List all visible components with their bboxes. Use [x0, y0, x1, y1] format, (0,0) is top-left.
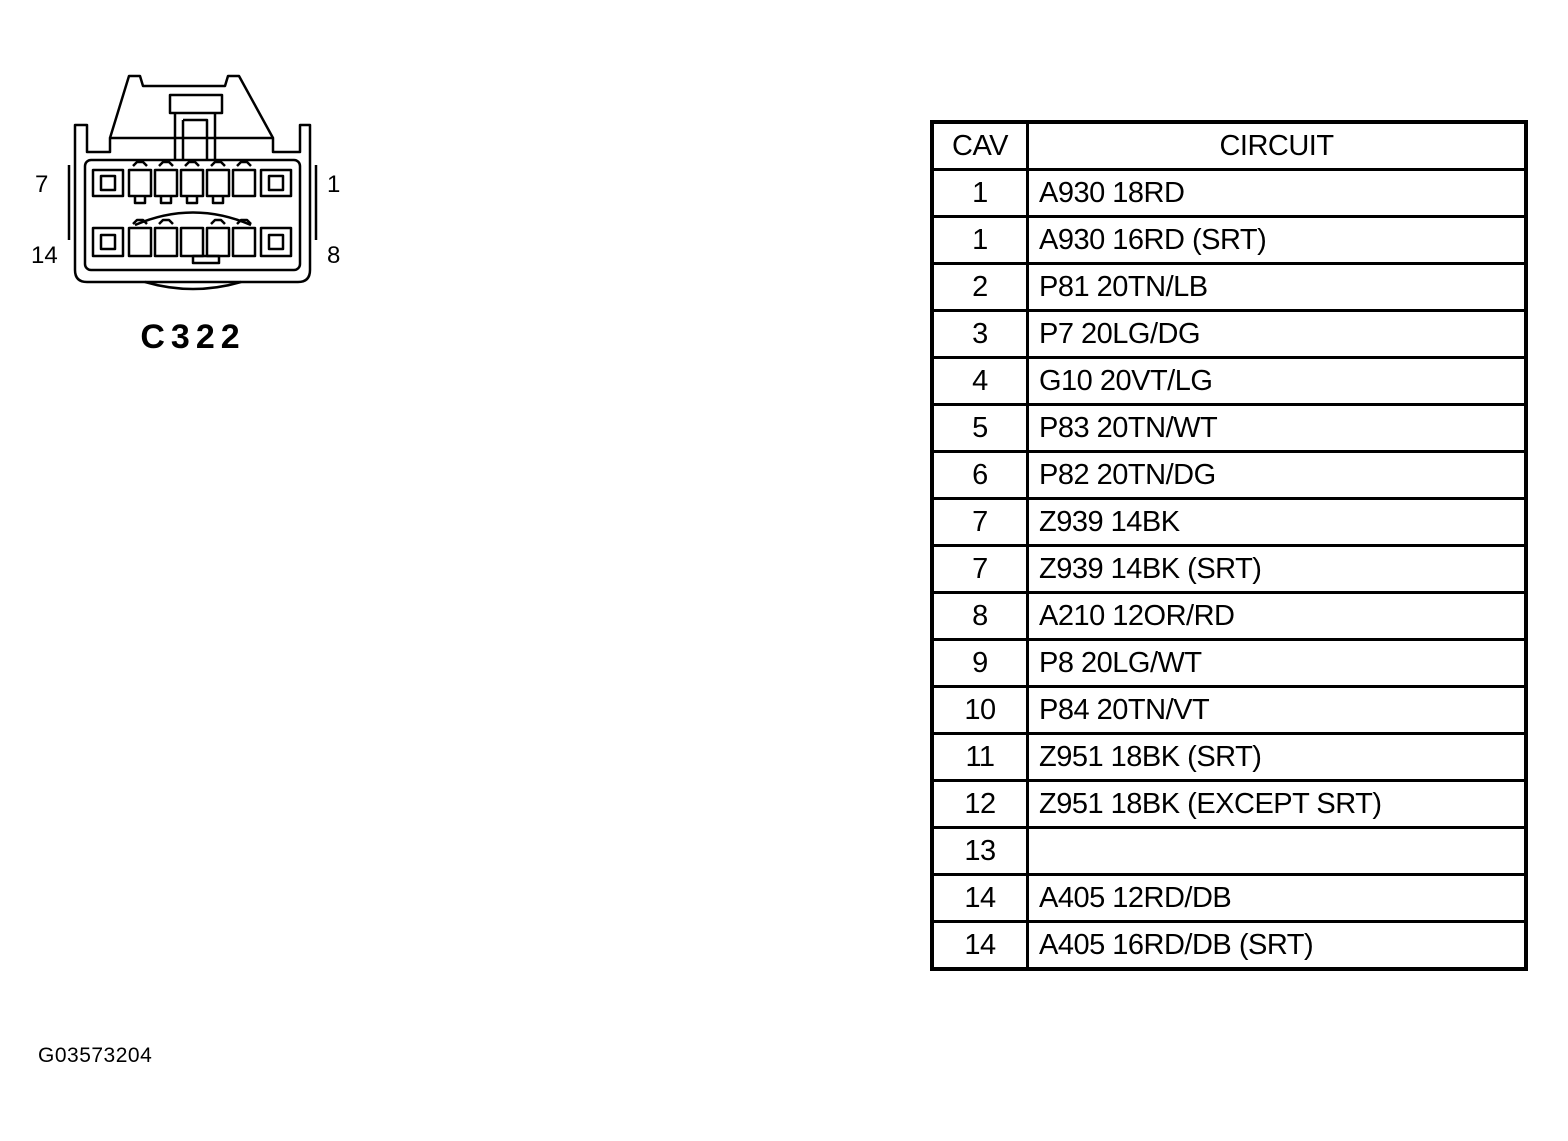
- circuit-cell: Z951 18BK (SRT): [1026, 732, 1528, 782]
- cav-cell: 12: [930, 779, 1029, 829]
- table-header-row: CAV CIRCUIT: [930, 120, 1528, 171]
- circuit-cell: P82 20TN/DG: [1026, 450, 1528, 500]
- cav-cell: 4: [930, 356, 1029, 406]
- cav-cell: 9: [930, 638, 1029, 688]
- connector-shell: [73, 123, 312, 284]
- cav-cell: 1: [930, 215, 1029, 265]
- cav-cell: 3: [930, 309, 1029, 359]
- circuit-cell: A930 18RD: [1026, 168, 1528, 218]
- circuit-cell: Z951 18BK (EXCEPT SRT): [1026, 779, 1528, 829]
- circuit-cell: P8 20LG/WT: [1026, 638, 1528, 688]
- circuit-cell: A210 12OR/RD: [1026, 591, 1528, 641]
- cav-cell: 5: [930, 403, 1029, 453]
- bottom-cavity-row: [91, 218, 293, 265]
- circuit-cell: A405 16RD/DB (SRT): [1026, 920, 1528, 971]
- figure-id: G03573204: [38, 1044, 153, 1067]
- top-cavity-row: [91, 160, 293, 205]
- circuit-cell: P84 20TN/VT: [1026, 685, 1528, 735]
- header-circuit: CIRCUIT: [1026, 120, 1528, 171]
- cav-cell: 11: [930, 732, 1029, 782]
- circuit-cell: G10 20VT/LG: [1026, 356, 1528, 406]
- cav-cell: 1: [930, 168, 1029, 218]
- cav-cell: 8: [930, 591, 1029, 641]
- pin-frame: [83, 158, 302, 272]
- circuit-cell: A930 16RD (SRT): [1026, 215, 1528, 265]
- connector-name: C322: [140, 318, 245, 356]
- cav-cell: 14: [930, 873, 1029, 923]
- cav-cell: 13: [930, 826, 1029, 876]
- circuit-cell: P7 20LG/DG: [1026, 309, 1528, 359]
- cav-cell: 7: [930, 497, 1029, 547]
- circuit-cell: [1026, 826, 1528, 876]
- circuit-cell: P83 20TN/WT: [1026, 403, 1528, 453]
- connector-latch-window: [168, 93, 224, 115]
- circuit-cell: Z939 14BK: [1026, 497, 1528, 547]
- table-row: 13: [930, 826, 1528, 876]
- circuit-cell: Z939 14BK (SRT): [1026, 544, 1528, 594]
- pin-label-bottom-left: 14: [31, 242, 58, 269]
- cav-cell: 7: [930, 544, 1029, 594]
- cav-cell: 6: [930, 450, 1029, 500]
- pin-label-top-right: 1: [327, 171, 340, 198]
- cav-cell: 2: [930, 262, 1029, 312]
- pin-label-top-left: 7: [35, 171, 48, 198]
- connector-latch: [108, 74, 275, 139]
- cav-cell: 14: [930, 920, 1029, 971]
- circuit-cell: A405 12RD/DB: [1026, 873, 1528, 923]
- connector-diagram: 7 1 14 8 C322: [25, 60, 365, 370]
- cav-cell: 10: [930, 685, 1029, 735]
- header-cav: CAV: [930, 120, 1029, 171]
- circuit-cell: P81 20TN/LB: [1026, 262, 1528, 312]
- pin-label-bottom-right: 8: [327, 242, 340, 269]
